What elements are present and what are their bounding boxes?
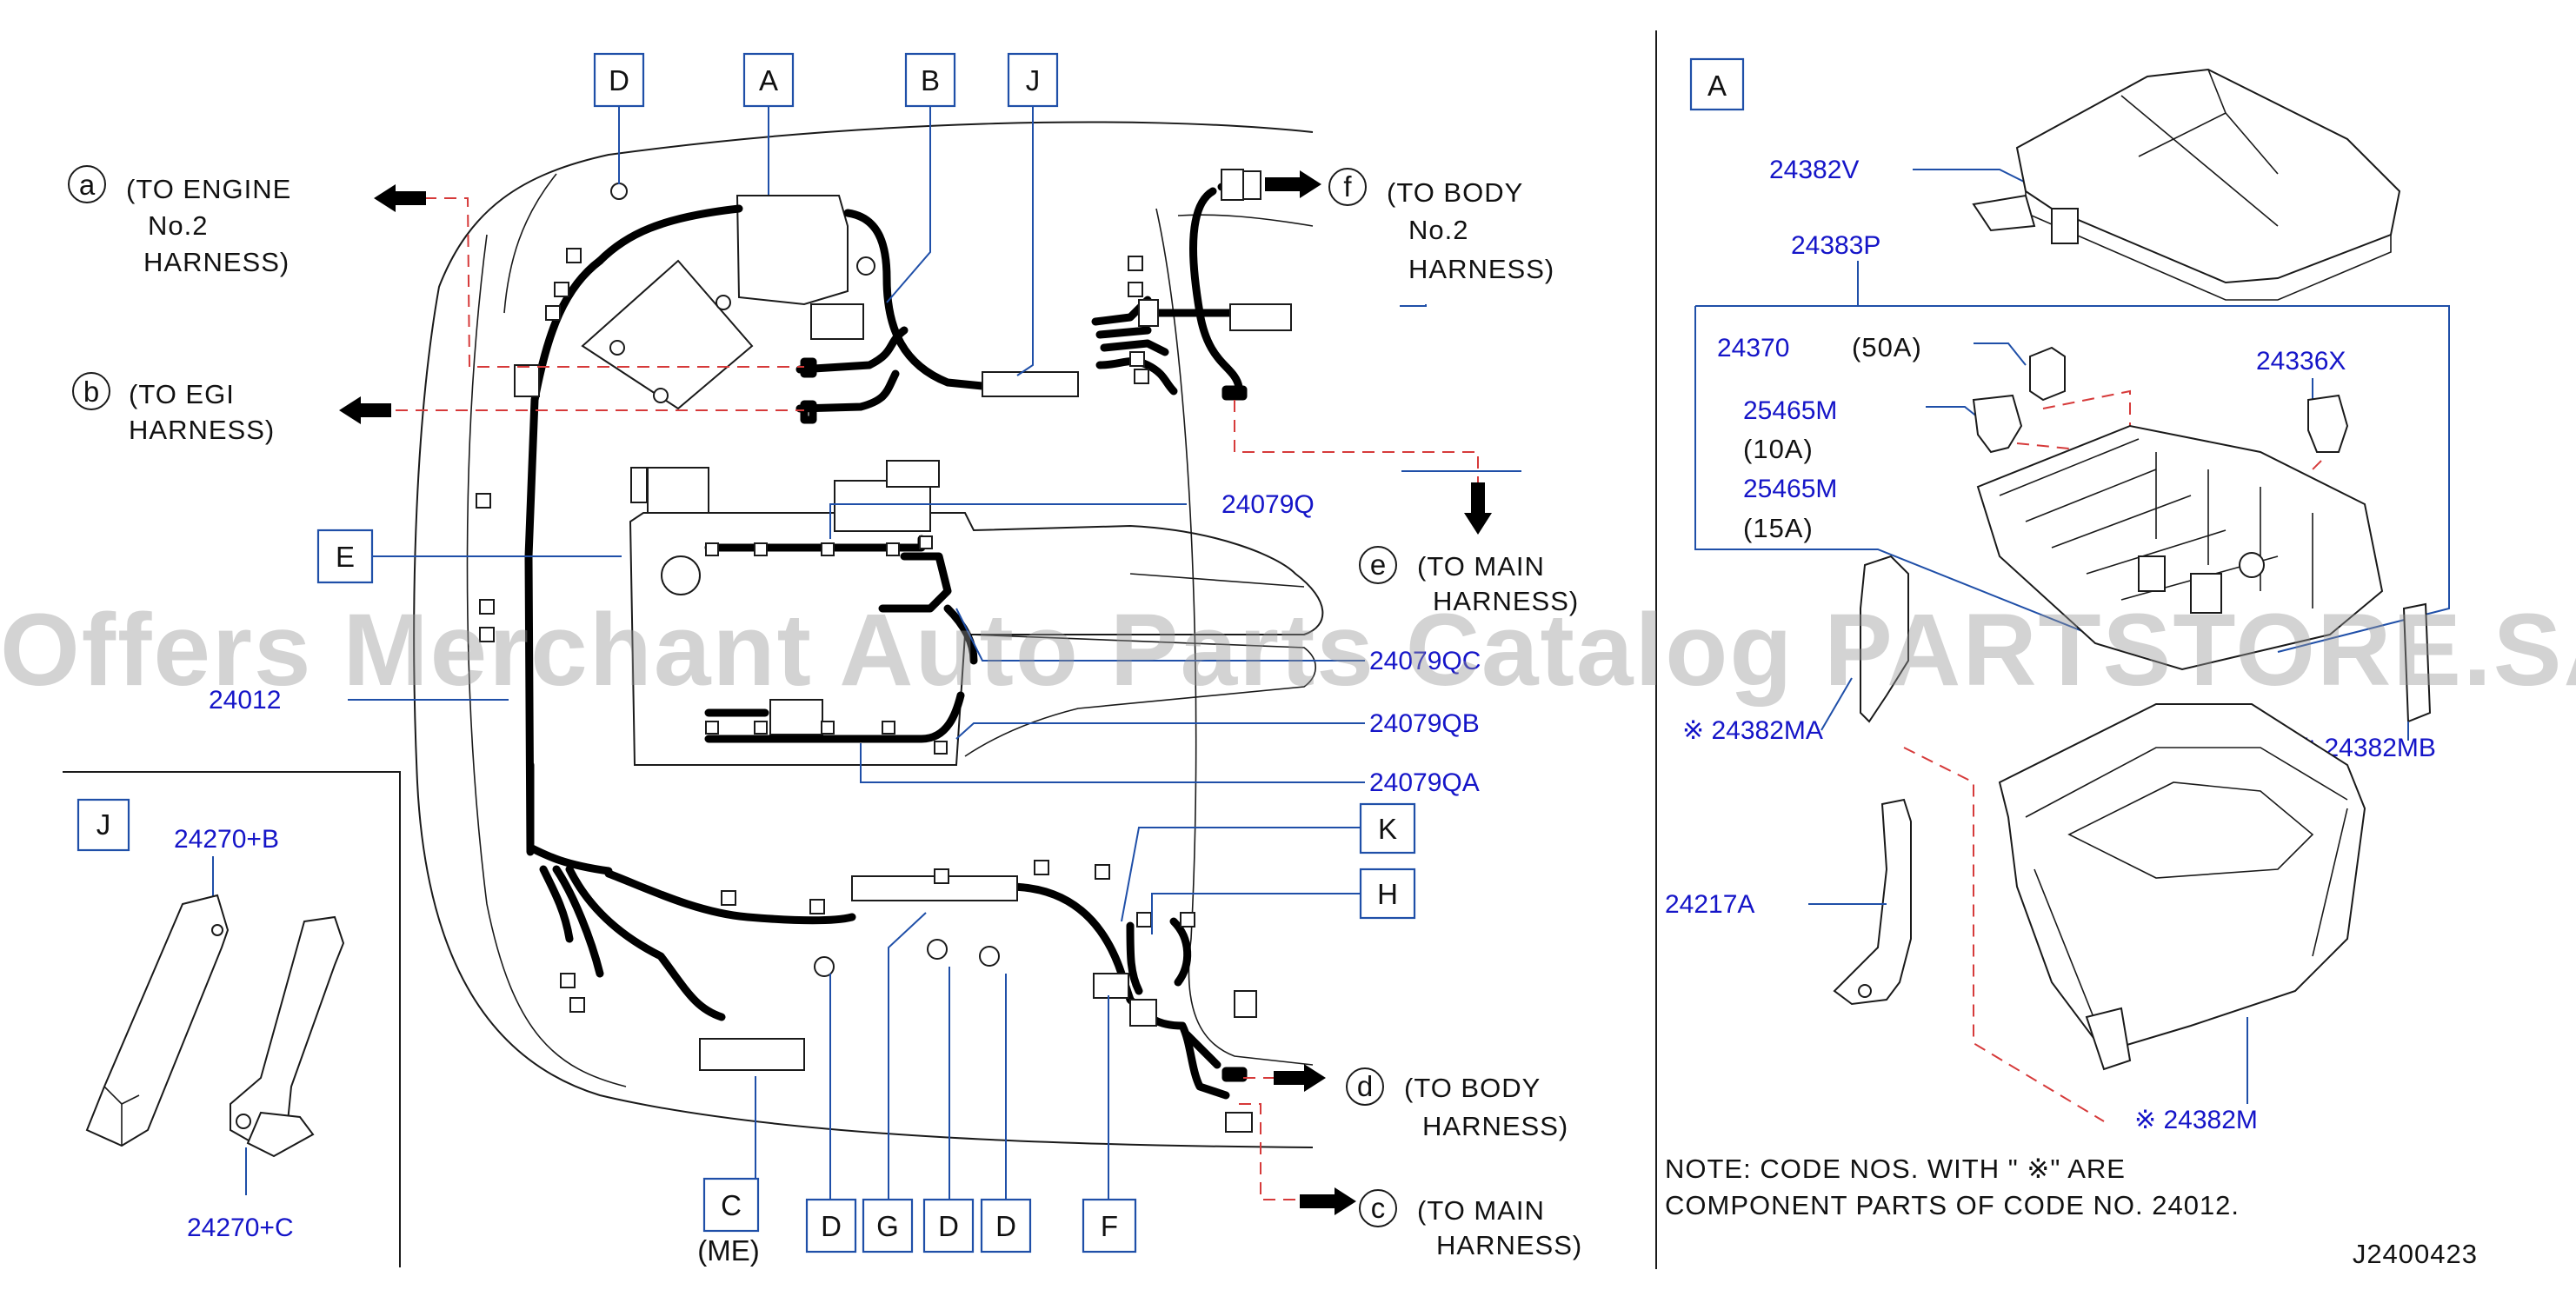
svg-text:a: a <box>79 169 96 201</box>
connection-d: d (TO BODY HARNESS) <box>1346 1067 1568 1141</box>
svg-text:H: H <box>1377 878 1398 910</box>
part-24079qa[interactable]: 24079QA <box>1369 768 1480 797</box>
svg-text:K: K <box>1378 813 1397 845</box>
connection-a: a (TO ENGINE No.2 HARNESS) <box>68 165 291 277</box>
callout-f: F <box>1082 1198 1137 1253</box>
svg-text:HARNESS): HARNESS) <box>129 415 275 445</box>
callout-j-top: J <box>1007 52 1059 108</box>
svg-text:A: A <box>759 64 778 96</box>
svg-text:HARNESS): HARNESS) <box>1436 1230 1582 1260</box>
diagram-id: J2400423 <box>2353 1239 2478 1269</box>
inset-a: A 24382V 24383P 24370 (50A) 24336X 25465… <box>1665 57 2450 1134</box>
leader-lines <box>348 106 1521 1200</box>
part-24270-c[interactable]: 24270+C <box>187 1214 294 1242</box>
part-24270-b[interactable]: 24270+B <box>174 825 279 854</box>
callout-h: H <box>1359 868 1416 920</box>
callout-d-1: D <box>805 1198 857 1253</box>
svg-text:No.2: No.2 <box>148 210 208 241</box>
part-24012[interactable]: 24012 <box>209 686 281 715</box>
callout-d-top: D <box>593 52 645 108</box>
svg-text:No.2: No.2 <box>1408 215 1468 245</box>
svg-text:HARNESS): HARNESS) <box>143 247 290 277</box>
amp-10a: (10A) <box>1743 434 1814 464</box>
part-25465m-15a[interactable]: 25465M <box>1743 475 1837 503</box>
svg-text:(TO ENGINE: (TO ENGINE <box>126 174 291 204</box>
note-line-2: COMPONENT PARTS OF CODE NO. 24012. <box>1665 1190 2240 1220</box>
part-24217a[interactable]: 24217A <box>1665 890 1754 919</box>
direction-arrows <box>339 170 1492 1215</box>
harness-connectors <box>476 169 1292 1133</box>
connection-c: c (TO MAIN HARNESS) <box>1359 1189 1582 1260</box>
callout-d-2: D <box>922 1198 975 1253</box>
svg-text:(TO MAIN: (TO MAIN <box>1417 551 1545 582</box>
svg-text:f: f <box>1343 170 1352 203</box>
amp-50a: (50A) <box>1852 332 1922 362</box>
callout-c: C <box>702 1177 760 1233</box>
engine-block <box>629 460 1324 766</box>
svg-text:C: C <box>721 1189 742 1221</box>
svg-text:e: e <box>1370 549 1386 581</box>
svg-text:HARNESS): HARNESS) <box>1422 1111 1568 1141</box>
svg-text:D: D <box>609 64 629 96</box>
svg-text:b: b <box>83 376 99 408</box>
connection-e: e (TO MAIN HARNESS) <box>1359 546 1579 616</box>
part-25465m-10a[interactable]: 25465M <box>1743 396 1837 425</box>
svg-text:G: G <box>876 1210 899 1242</box>
svg-text:D: D <box>995 1210 1016 1242</box>
amp-15a: (15A) <box>1743 513 1814 543</box>
note-line-1: NOTE: CODE NOS. WITH " ※" ARE <box>1665 1154 2126 1184</box>
svg-text:HARNESS): HARNESS) <box>1433 586 1579 616</box>
svg-text:J: J <box>97 808 111 841</box>
callout-d-3: D <box>980 1198 1032 1253</box>
callout-g: G <box>862 1198 914 1253</box>
inset-j: J 24270+B 24270+C <box>63 771 401 1267</box>
connection-dashes <box>396 197 1479 1200</box>
svg-text:c: c <box>1371 1192 1386 1224</box>
svg-text:D: D <box>938 1210 959 1242</box>
relay-box-a <box>581 195 864 410</box>
svg-text:(TO BODY: (TO BODY <box>1404 1073 1541 1103</box>
svg-text:J: J <box>1026 64 1041 96</box>
callout-k: K <box>1359 802 1416 854</box>
part-24383p[interactable]: 24383P <box>1791 231 1880 260</box>
callout-b-top: B <box>904 52 956 108</box>
svg-text:A: A <box>1707 70 1727 102</box>
svg-text:D: D <box>821 1210 842 1242</box>
part-24370[interactable]: 24370 <box>1717 334 1789 362</box>
svg-text:E: E <box>336 541 355 573</box>
svg-text:(TO MAIN: (TO MAIN <box>1417 1195 1545 1226</box>
part-24336x[interactable]: 24336X <box>2256 347 2346 376</box>
svg-text:(TO EGI: (TO EGI <box>129 379 235 409</box>
vehicle-outline <box>413 121 1314 1148</box>
me-label: (ME) <box>697 1234 759 1267</box>
part-24382v[interactable]: 24382V <box>1769 156 1859 184</box>
svg-text:d: d <box>1357 1070 1373 1102</box>
part-24079qc[interactable]: 24079QC <box>1369 647 1481 675</box>
callout-a-top: A <box>742 52 795 108</box>
connection-f: f (TO BODY No.2 HARNESS) <box>1328 168 1554 284</box>
part-24382m[interactable]: ※ 24382M <box>2134 1106 2258 1134</box>
callout-e: E <box>316 529 374 584</box>
part-24079q[interactable]: 24079Q <box>1221 490 1315 519</box>
connection-b: b (TO EGI HARNESS) <box>72 372 275 445</box>
svg-text:(TO BODY: (TO BODY <box>1387 177 1523 208</box>
part-24382ma[interactable]: ※ 24382MA <box>1682 716 1823 745</box>
svg-text:HARNESS): HARNESS) <box>1408 254 1554 284</box>
svg-text:B: B <box>921 64 940 96</box>
part-24079qb[interactable]: 24079QB <box>1369 709 1480 738</box>
svg-text:F: F <box>1101 1210 1118 1242</box>
